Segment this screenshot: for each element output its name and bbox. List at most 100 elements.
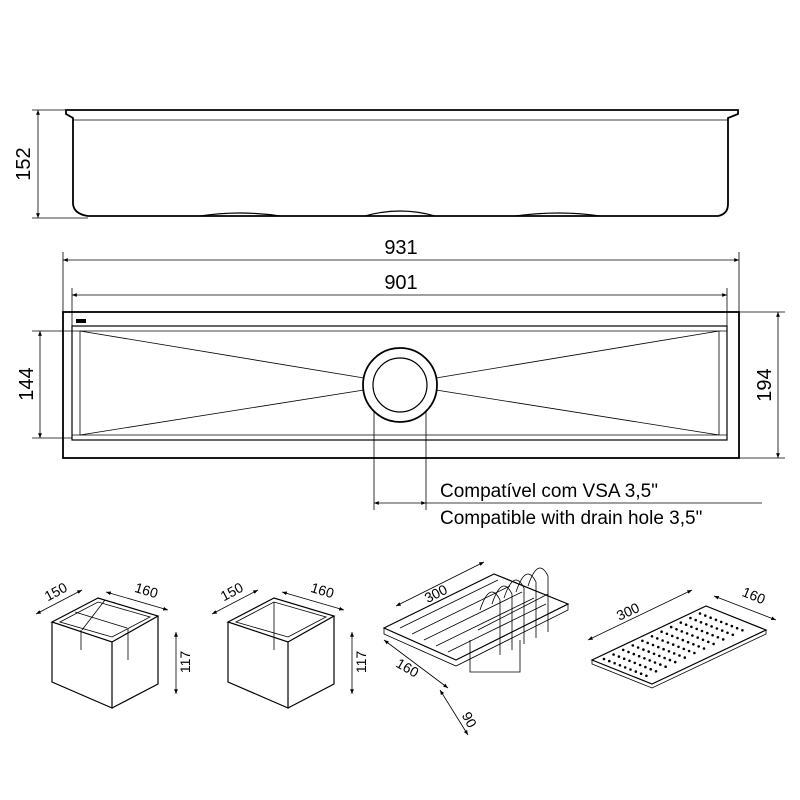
perforation-dot: [714, 618, 718, 622]
perforation-dot: [650, 635, 654, 638]
perforation-dot: [709, 616, 712, 619]
basket2-height-label: 117: [353, 651, 369, 674]
perforation-dot: [725, 622, 728, 626]
perforation-dot: [726, 631, 729, 635]
perforation-dot: [661, 639, 664, 642]
basket: 150 160 117: [211, 579, 369, 709]
perforation-dot: [618, 664, 622, 667]
perforation-dot: [659, 663, 662, 666]
rack-length-label: 300: [422, 581, 450, 606]
perforation-dot: [707, 640, 710, 644]
perforation-dot: [633, 661, 637, 665]
rack-height-label: 90: [459, 709, 481, 730]
perforation-dot: [664, 665, 667, 668]
basket2-depth-label: 160: [309, 579, 336, 601]
perforation-dot: [681, 638, 685, 642]
perforation-dot: [690, 625, 693, 629]
perforation-dot: [613, 661, 616, 665]
perforation-dot: [647, 650, 650, 653]
perforation-dot: [662, 647, 665, 651]
perforation-dot: [667, 650, 671, 653]
perforation-dot: [678, 654, 681, 657]
outer-width-label: 931: [384, 237, 417, 259]
perforation-dot: [634, 670, 638, 673]
basket2-width-label: 150: [218, 579, 246, 604]
perforation-dot: [641, 639, 644, 643]
perforation-dot: [693, 651, 696, 655]
perforation-dot: [629, 668, 632, 671]
perforation-dot: [658, 654, 661, 658]
perforation-dot: [689, 616, 692, 620]
perforation-dot: [645, 674, 648, 678]
perforation-dot: [602, 657, 606, 661]
side-view: 152: [13, 109, 739, 219]
perforation-dot: [701, 638, 705, 642]
perforation-dot: [666, 641, 670, 644]
perforation-dot: [677, 645, 680, 649]
perforation-dot: [654, 670, 658, 673]
perforation-dot: [704, 614, 707, 617]
perforation-dot: [663, 656, 666, 660]
outer-height-label: 194: [754, 368, 776, 401]
drain-hole-inner: [372, 357, 428, 413]
perforation-dot: [628, 659, 631, 663]
perforation-dot: [657, 645, 660, 649]
perforation-dot: [702, 647, 706, 650]
perforation-dot: [643, 657, 646, 660]
perforation-dot: [638, 663, 642, 667]
perforation-dot: [679, 621, 683, 624]
basket1-height-label: 117: [177, 651, 193, 674]
rack-depth-label: 160: [393, 655, 421, 681]
inner-height-label: 144: [16, 367, 38, 400]
perforation-dot: [649, 667, 652, 671]
perforation-dot: [612, 653, 615, 656]
perforation-dot: [631, 644, 635, 647]
perforation-dot: [716, 636, 720, 639]
perforation-dot: [622, 657, 626, 660]
perforation-dot: [694, 618, 697, 622]
perforation-dot: [692, 643, 695, 646]
perforation-dot: [669, 625, 673, 629]
basket1-depth-label: 160: [133, 579, 160, 601]
perforation-dot: [712, 642, 715, 646]
perforation-dot: [671, 643, 675, 646]
perforation-dot: [623, 666, 627, 669]
perforation-dot: [682, 647, 686, 651]
perforation-dot: [686, 640, 690, 644]
perforation-dot: [656, 637, 659, 640]
perforation-dot: [687, 649, 691, 653]
perforation-dot: [715, 627, 719, 630]
perforation-dot: [675, 628, 678, 631]
perforation-dot: [700, 629, 704, 633]
perforation-dot: [697, 645, 700, 648]
perforation-dot: [651, 643, 655, 647]
perforation-dot: [698, 612, 702, 615]
perforation-dot: [680, 630, 684, 633]
perforation-dot: [720, 629, 724, 632]
inner-width-label: 901: [384, 272, 417, 294]
perforation-dot: [608, 659, 611, 663]
perforated-tray: 300 160: [587, 584, 777, 689]
perforation-dot: [642, 648, 645, 651]
perforation-dot: [646, 641, 649, 645]
perforation-dot: [617, 655, 621, 658]
perforation-dot: [695, 627, 698, 631]
perforation-dot: [676, 636, 679, 640]
perforation-dot: [621, 648, 625, 652]
perforation-dot: [721, 638, 725, 641]
basket1-width-label: 150: [42, 579, 70, 604]
perforation-dot: [731, 633, 735, 637]
perforation-dot: [711, 633, 714, 637]
drain-note-pt: Compatível com VSA 3,5": [440, 481, 658, 502]
perforation-dot: [644, 665, 647, 669]
perforation-dot: [684, 623, 688, 626]
perforation-dot: [705, 623, 708, 626]
perforation-dot: [639, 672, 643, 675]
perforation-dot: [637, 654, 641, 658]
perforation-dot: [653, 661, 657, 664]
side-height-label: 152: [13, 147, 35, 180]
perforation-dot: [730, 624, 734, 628]
perforation-dot: [660, 630, 663, 633]
perforation-dot: [652, 652, 656, 656]
